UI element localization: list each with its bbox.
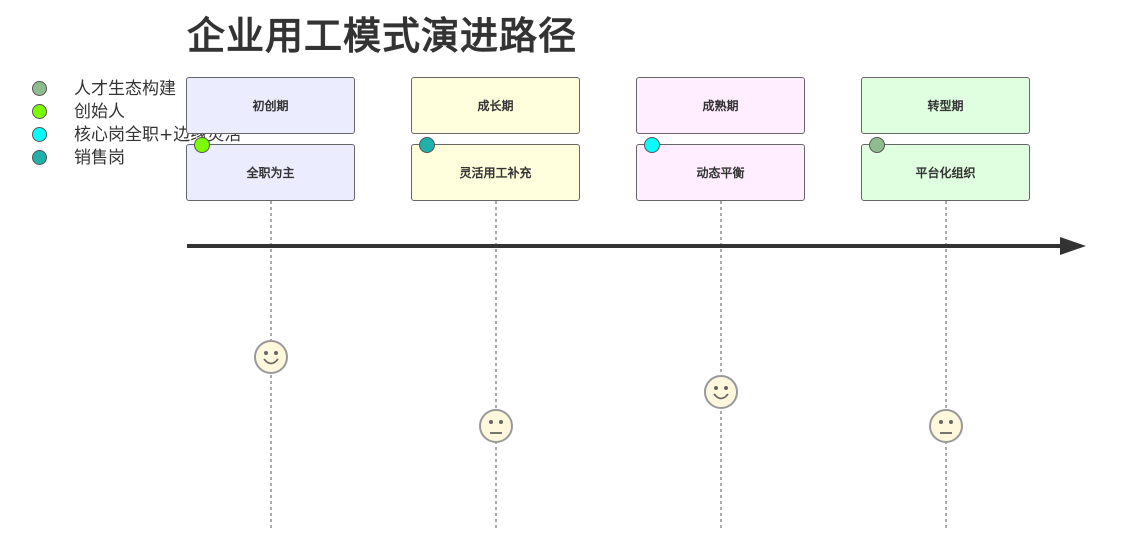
neutral-face-icon bbox=[929, 409, 963, 443]
smiling-face-icon bbox=[254, 340, 288, 374]
marker-dot-icon bbox=[869, 137, 885, 153]
legend-dot-icon bbox=[32, 81, 47, 96]
stage-box: 转型期 bbox=[861, 77, 1030, 134]
mode-box: 动态平衡 bbox=[636, 144, 805, 201]
smiling-face-icon bbox=[704, 375, 738, 409]
neutral-face-icon bbox=[479, 409, 513, 443]
timeline-arrow-icon bbox=[1060, 237, 1086, 255]
mode-box: 全职为主 bbox=[186, 144, 355, 201]
legend-label: 销售岗 bbox=[74, 148, 125, 168]
mode-box: 平台化组织 bbox=[861, 144, 1030, 201]
legend-label: 创始人 bbox=[74, 102, 125, 122]
legend-label: 人才生态构建 bbox=[74, 79, 176, 99]
mode-box: 灵活用工补充 bbox=[411, 144, 580, 201]
stage-box: 成熟期 bbox=[636, 77, 805, 134]
diagram-title: 企业用工模式演进路径 bbox=[187, 14, 578, 58]
legend-dot-icon bbox=[32, 104, 47, 119]
stage-box: 成长期 bbox=[411, 77, 580, 134]
marker-dot-icon bbox=[419, 137, 435, 153]
legend-dot-icon bbox=[32, 127, 47, 142]
marker-dot-icon bbox=[644, 137, 660, 153]
marker-dot-icon bbox=[194, 137, 210, 153]
legend-dot-icon bbox=[32, 150, 47, 165]
stage-box: 初创期 bbox=[186, 77, 355, 134]
